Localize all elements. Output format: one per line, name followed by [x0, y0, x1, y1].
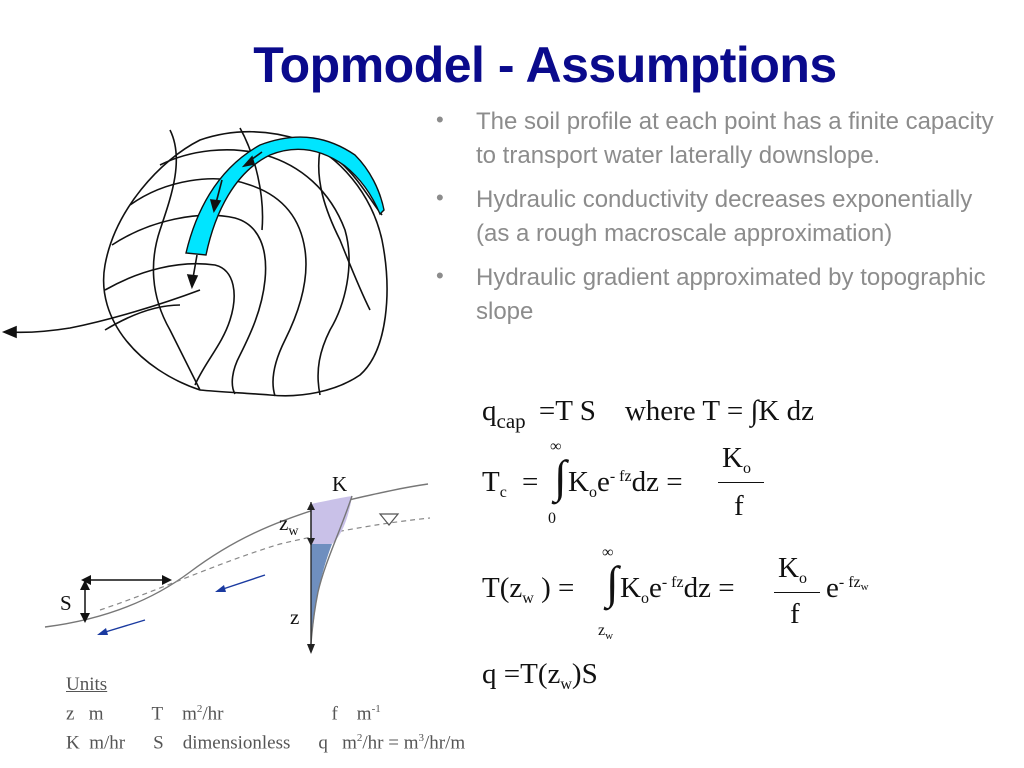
equation-Tc: Tc = ∞ ∫ 0 Koe- fzdz = Ko f: [482, 438, 782, 538]
equation-qcap: qcap =T S where T = ∫K dz: [482, 395, 814, 433]
slide-title: Topmodel - Assumptions: [253, 37, 837, 93]
unsaturated-zone-fill: [311, 496, 352, 544]
label-K: K: [332, 472, 347, 496]
label-zw: zw: [279, 511, 299, 539]
soil-profile-cross-section: K zw z S: [44, 472, 431, 654]
equation-Tzw: T(zw ) = ∞ ∫ zw Koe- fzdz = Ko f e- fzw: [482, 544, 869, 642]
flow-strip: [185, 136, 385, 256]
bullet-item-1: The soil profile at each point has a fin…: [436, 103, 996, 173]
units-heading: Units: [66, 674, 108, 695]
label-z: z: [290, 605, 299, 629]
label-S: S: [60, 591, 72, 615]
equation-q: q =T(zw)S: [482, 658, 598, 693]
bullet-item-3: Hydraulic gradient approximated by topog…: [436, 259, 996, 329]
saturated-zone-fill: [311, 544, 332, 644]
hillslope-contour-diagram: [1, 127, 388, 397]
bullet-item-2: Hydraulic conductivity decreases exponen…: [436, 181, 996, 251]
bullet-list: The soil profile at each point has a fin…: [436, 103, 996, 339]
